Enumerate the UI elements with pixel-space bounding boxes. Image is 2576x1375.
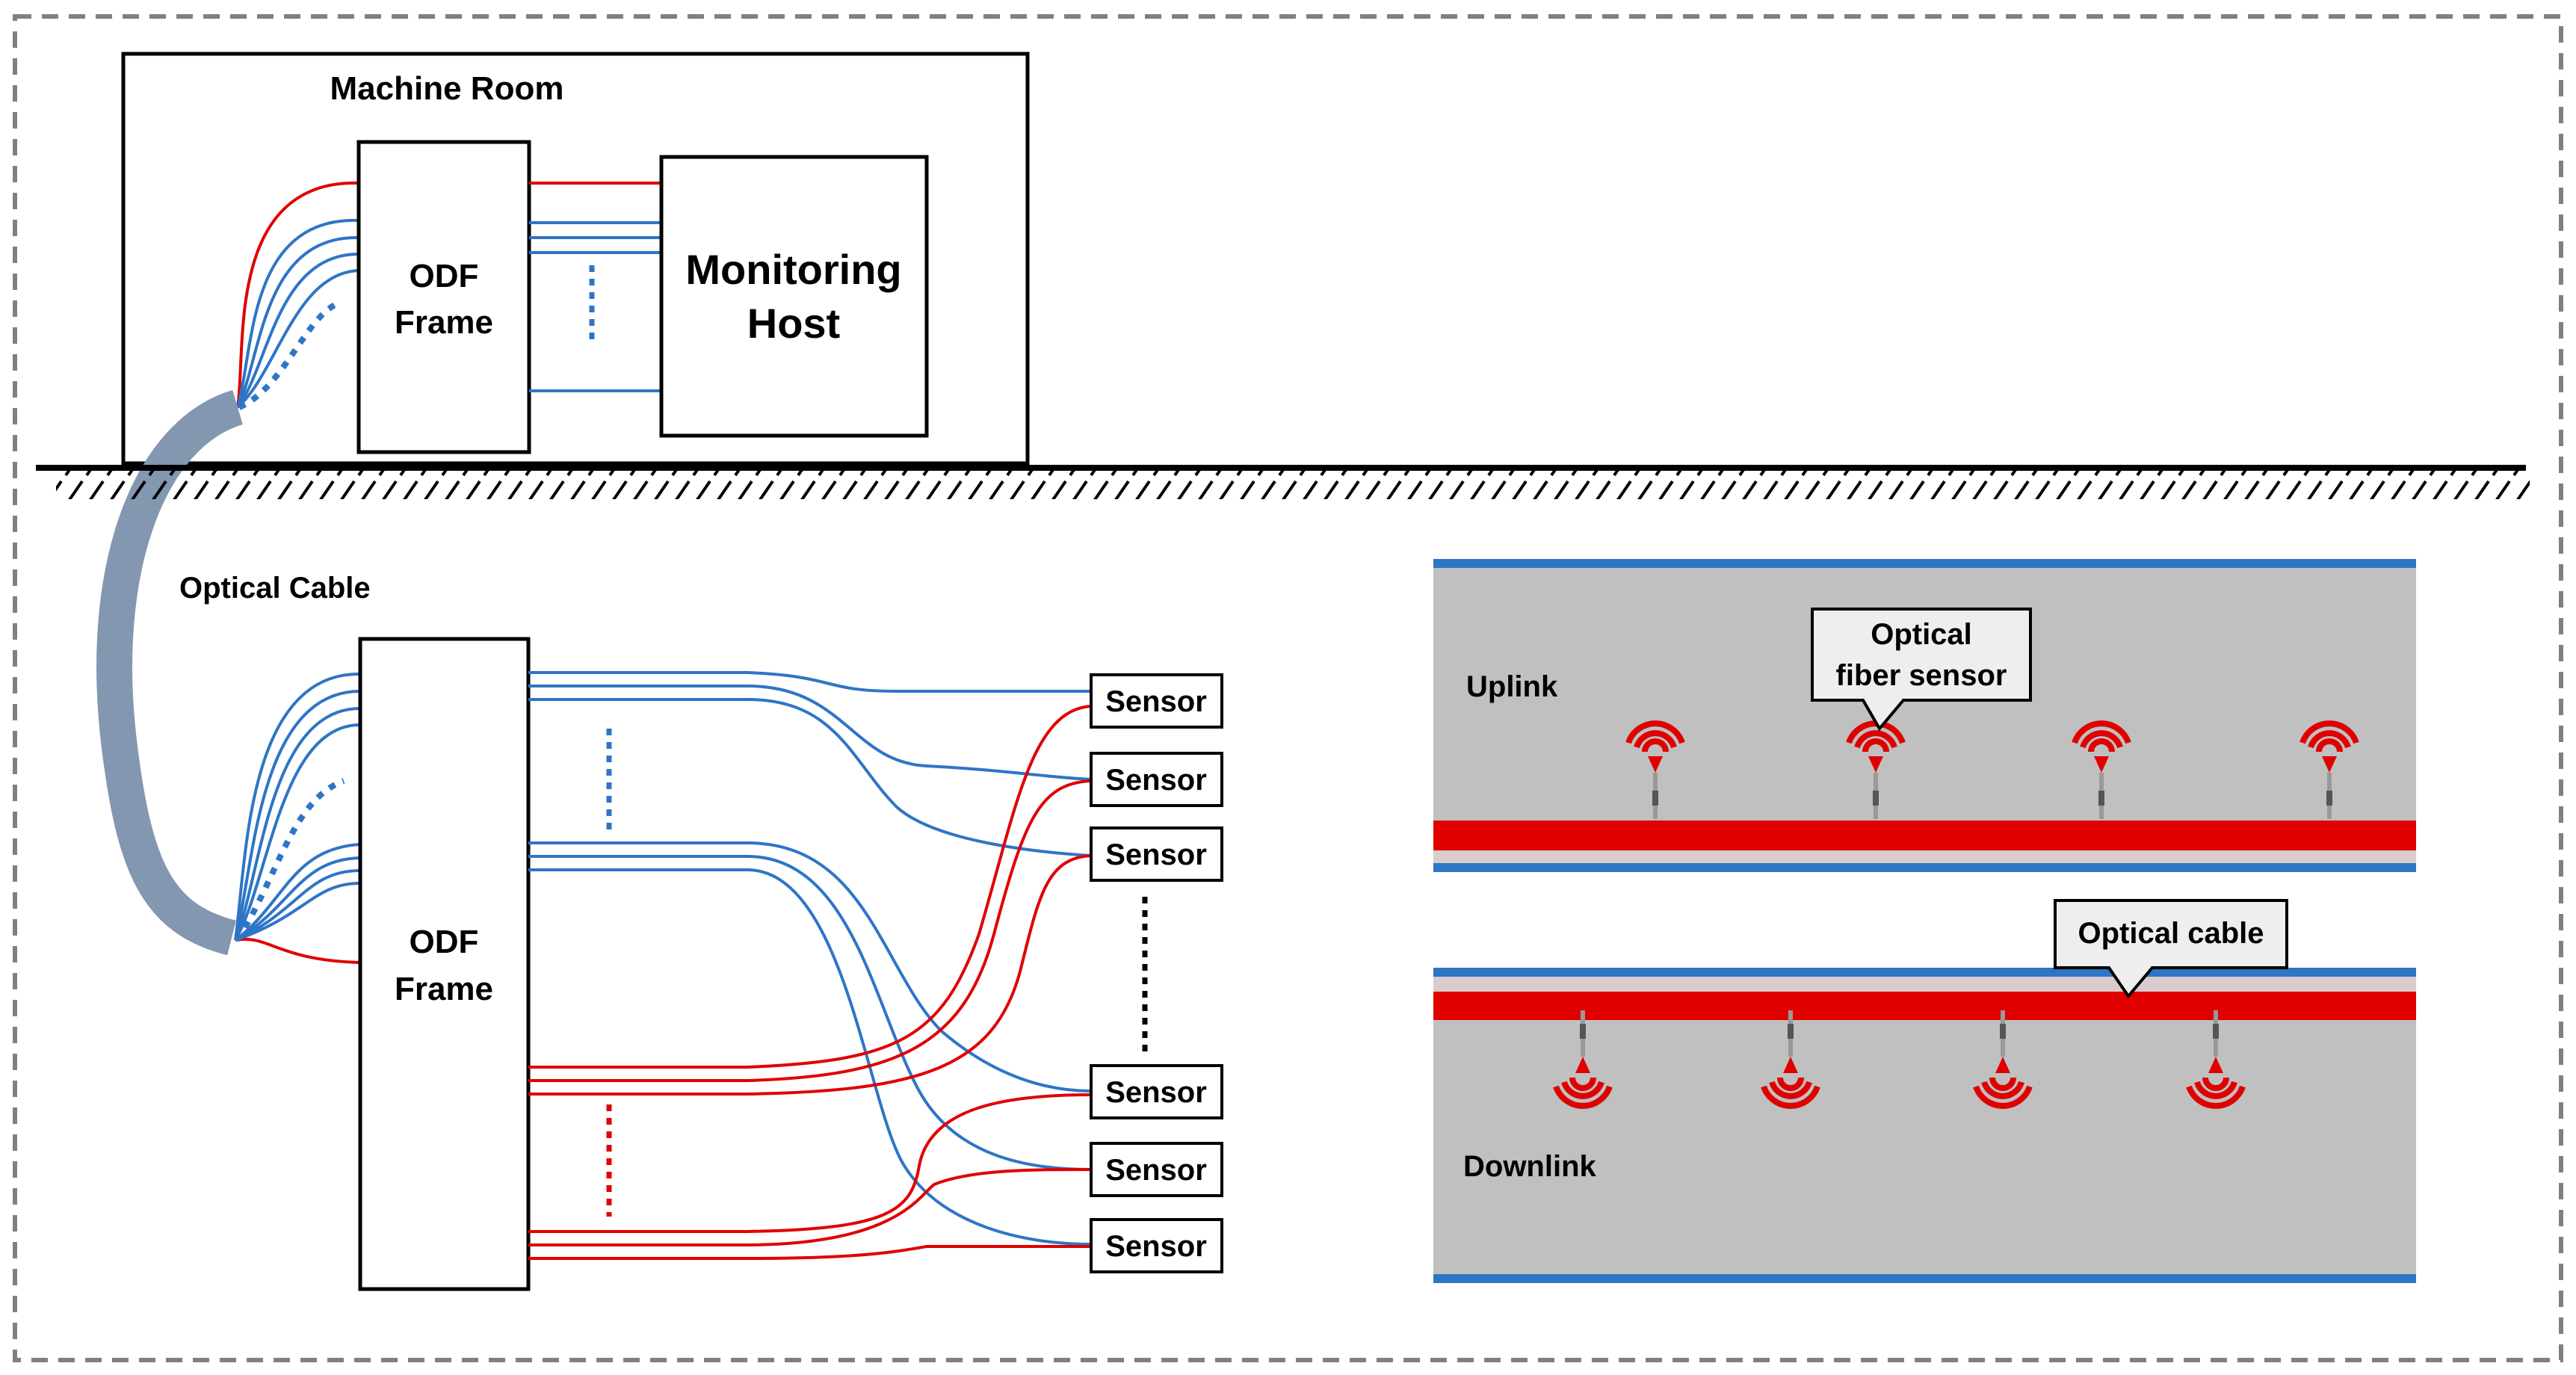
sensor-label-6: Sensor [1105,1230,1207,1263]
uplink-section: Uplink [1433,559,2416,872]
ground-hatching [56,469,2530,499]
callout-sensor-line2: fiber sensor [1836,659,2007,692]
odf-frame-top-label-line2: Frame [395,304,493,341]
downlink-top-rail [1433,968,2416,977]
odf-frame-bottom-label-line2: Frame [395,971,493,1007]
callout-optical-cable: Optical cable [2054,899,2288,999]
machine-room-label: Machine Room [330,70,564,107]
top-incoming-fibers [236,181,359,410]
sensor-label-2: Sensor [1105,764,1207,797]
callout-cable-label: Optical cable [2078,917,2264,950]
outer-dashed-border [13,14,2563,1362]
downlink-bottom-rail [1433,1274,2416,1283]
odf-frame-bottom-label-line1: ODF [410,924,479,960]
sensor-box-1: Sensor [1090,673,1223,729]
odf-to-sensor-fibers [528,671,1092,1260]
odf-frame-top [356,140,531,454]
sensor-box-2: Sensor [1090,752,1223,807]
uplink-bottom-rail [1433,863,2416,872]
odf-to-host-fibers [529,182,661,392]
uplink-top-rail [1433,559,2416,568]
sensor-label-4: Sensor [1105,1076,1207,1109]
sensor-box-6: Sensor [1090,1218,1223,1273]
odf-frame-bottom [358,637,531,1291]
sensor-box-4: Sensor [1090,1064,1223,1119]
optical-cable-label: Optical Cable [179,572,371,605]
callout-optical-fiber-sensor: Optical fiber sensor [1811,608,2032,732]
monitoring-host-label-line1: Monitoring [685,246,901,293]
sensor-label-1: Sensor [1105,685,1207,718]
uplink-red-cable [1433,821,2416,850]
monitoring-host [659,155,929,438]
downlink-label: Downlink [1463,1150,1597,1183]
monitoring-host-label-line2: Host [747,300,840,347]
optical-cable [96,389,244,956]
sensor-box-5: Sensor [1090,1142,1223,1197]
downlink-section: Downlink [1433,968,2416,1283]
odf-frame-top-label-line1: ODF [410,258,479,294]
uplink-label: Uplink [1466,670,1558,703]
downlink-red-cable [1433,992,2416,1020]
callout-sensor-line1: Optical [1871,618,1972,651]
sensor-box-3: Sensor [1090,826,1223,882]
sensor-label-3: Sensor [1105,838,1207,871]
sensor-label-5: Sensor [1105,1154,1207,1187]
bottom-incoming-fibers [234,672,361,964]
